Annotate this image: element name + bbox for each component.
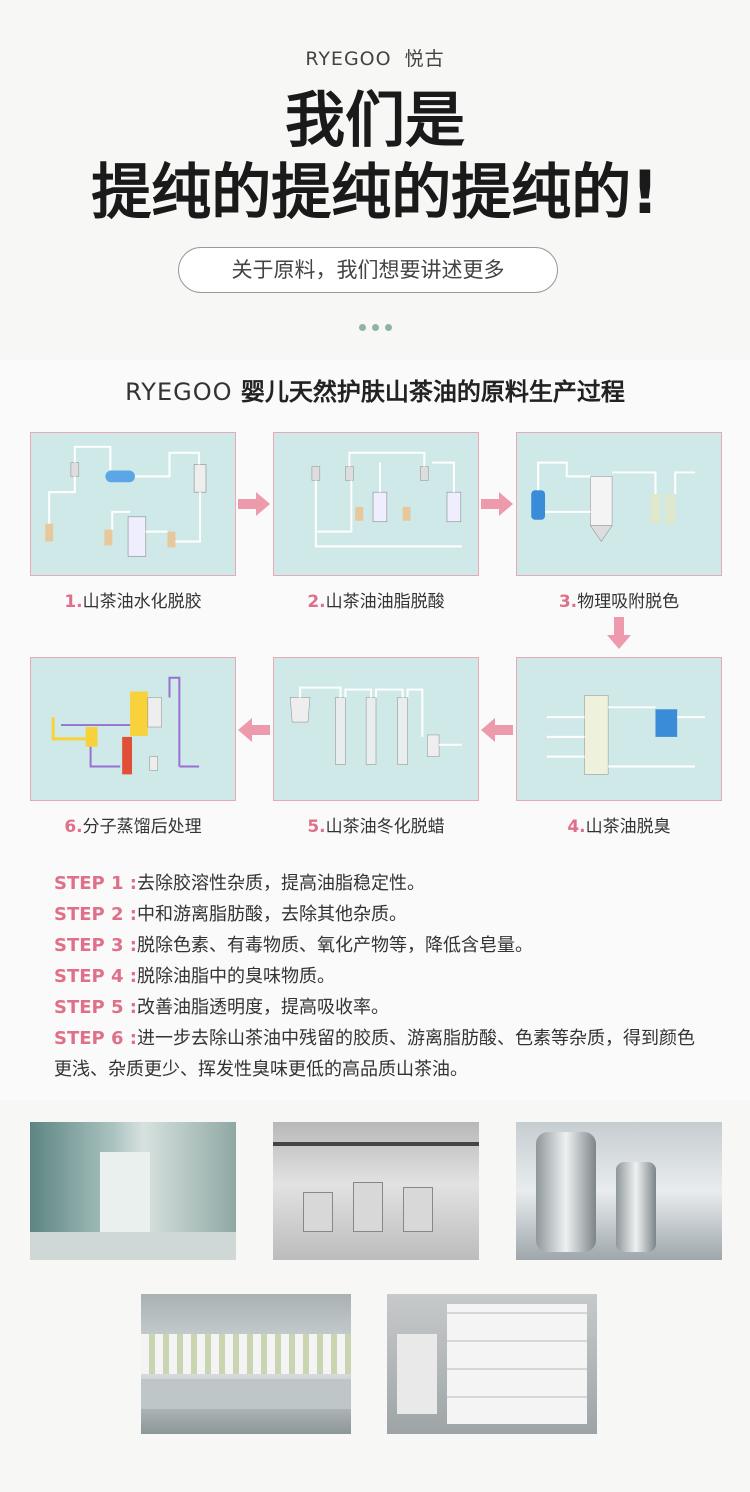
step-text: 中和游离脂肪酸，去除其他杂质。 (137, 904, 407, 925)
step-key: STEP 2 : (54, 904, 137, 925)
process-diagram-1 (30, 432, 236, 576)
step-5: STEP 5 :改善油脂透明度，提高吸收率。 (54, 992, 704, 1023)
arrow-right-icon (481, 492, 513, 516)
process-caption-2: 2.山茶油油脂脱酸 (273, 587, 479, 612)
step-key: STEP 6 : (54, 1028, 137, 1049)
process-caption-1: 1.山茶油水化脱胶 (30, 587, 236, 612)
step-text: 改善油脂透明度，提高吸收率。 (137, 997, 389, 1018)
photo-product-boxes (387, 1294, 597, 1434)
step-6: STEP 6 :进一步去除山茶油中残留的胶质、游离脂肪酸、色素等杂质，得到颜色更… (54, 1023, 704, 1085)
photo-steel-tanks (516, 1122, 722, 1260)
process-diagram-2 (273, 432, 479, 576)
process-diagram-5 (273, 657, 479, 801)
steps-list: STEP 1 :去除胶溶性杂质，提高油脂稳定性。 STEP 2 :中和游离脂肪酸… (54, 868, 704, 1085)
process-label-4: 山茶油脱臭 (585, 817, 671, 837)
pager-dots (0, 316, 750, 335)
process-num-5: 5. (307, 817, 326, 837)
step-key: STEP 3 : (54, 935, 137, 956)
process-num-4: 4. (567, 817, 586, 837)
step-text: 去除胶溶性杂质，提高油脂稳定性。 (137, 873, 425, 894)
process-label-6: 分子蒸馏后处理 (82, 817, 202, 837)
process-label-3: 物理吸附脱色 (577, 592, 680, 612)
step-text: 脱除色素、有毒物质、氧化产物等，降低含皂量。 (137, 935, 533, 956)
brand-logo: RYEGOO 悦古 (0, 44, 750, 71)
arrow-left-icon (238, 718, 270, 742)
brand-logo-text: RYEGOO (305, 48, 392, 70)
process-caption-5: 5.山茶油冬化脱蜡 (273, 812, 479, 837)
step-key: STEP 5 : (54, 997, 137, 1018)
step-4: STEP 4 :脱除油脂中的臭味物质。 (54, 961, 704, 992)
process-diagram-3 (516, 432, 722, 576)
step-key: STEP 1 : (54, 873, 137, 894)
step-3: STEP 3 :脱除色素、有毒物质、氧化产物等，降低含皂量。 (54, 930, 704, 961)
process-caption-3: 3.物理吸附脱色 (516, 587, 722, 612)
process-label-1: 山茶油水化脱胶 (82, 592, 202, 612)
process-label-2: 山茶油油脂脱酸 (325, 592, 445, 612)
process-num-6: 6. (64, 817, 83, 837)
process-caption-6: 6.分子蒸馏后处理 (30, 812, 236, 837)
hero-title-line1: 我们是 (285, 86, 465, 156)
process-num-2: 2. (307, 592, 326, 612)
section-logo: RYEGOO (125, 378, 233, 406)
photo-bottle-line (141, 1294, 351, 1434)
step-key: STEP 4 : (54, 966, 137, 987)
section-title-text: 婴儿天然护肤山茶油的原料生产过程 (240, 378, 625, 406)
brand-logo-cn: 悦古 (404, 48, 445, 70)
process-num-1: 1. (64, 592, 83, 612)
step-text: 脱除油脂中的臭味物质。 (137, 966, 335, 987)
arrow-down-icon (607, 617, 631, 649)
raw-material-pill: 关于原料，我们想要讲述更多 (178, 247, 558, 293)
arrow-right-icon (238, 492, 270, 516)
process-diagram-4 (516, 657, 722, 801)
section-title: RYEGOO 婴儿天然护肤山茶油的原料生产过程 (0, 372, 750, 407)
arrow-left-icon (481, 718, 513, 742)
process-caption-4: 4.山茶油脱臭 (516, 812, 722, 837)
photo-cleanroom-corridor (30, 1122, 236, 1260)
hero-title-line2: 提纯的提纯的提纯的! (91, 158, 659, 228)
process-label-5: 山茶油冬化脱蜡 (325, 817, 445, 837)
step-2: STEP 2 :中和游离脂肪酸，去除其他杂质。 (54, 899, 704, 930)
step-1: STEP 1 :去除胶溶性杂质，提高油脂稳定性。 (54, 868, 704, 899)
step-text: 进一步去除山茶油中残留的胶质、游离脂肪酸、色素等杂质，得到颜色更浅、杂质更少、挥… (54, 1028, 695, 1080)
process-diagram-6 (30, 657, 236, 801)
photo-refining-workshop (273, 1122, 479, 1260)
process-num-3: 3. (558, 592, 578, 612)
